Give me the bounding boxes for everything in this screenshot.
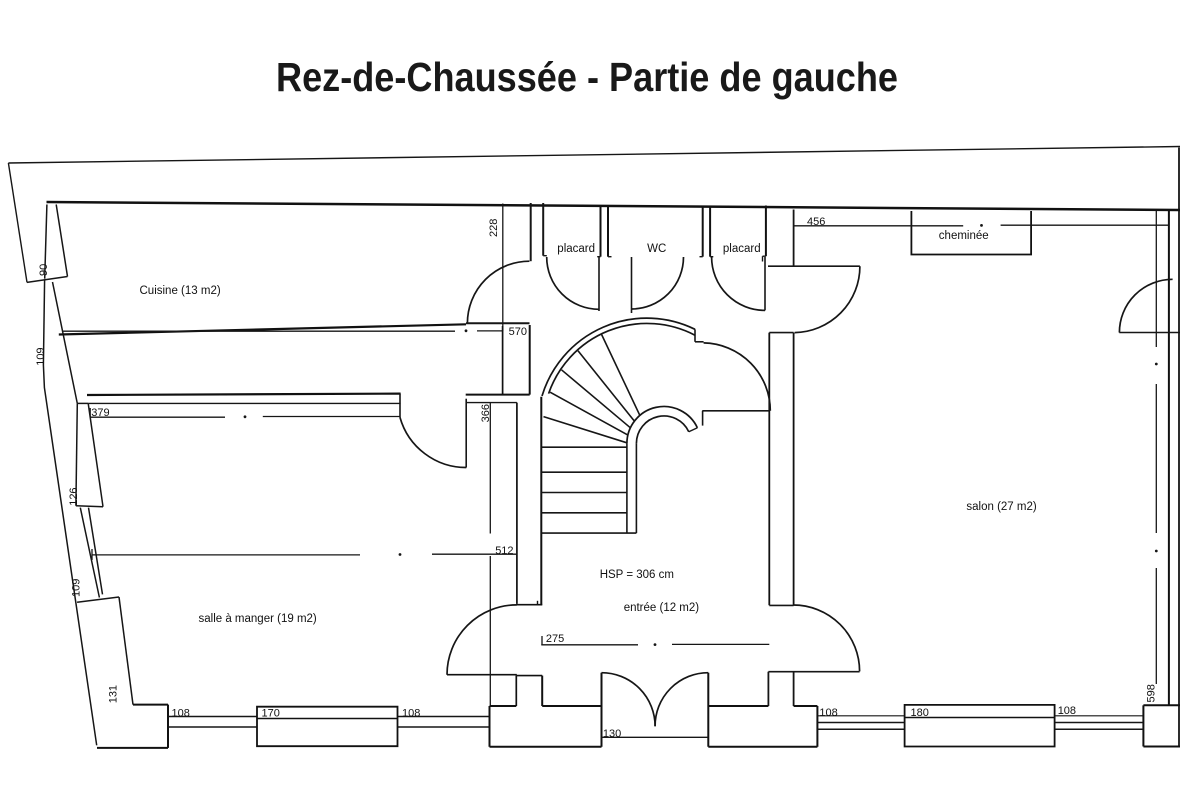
svg-text:placard: placard: [557, 243, 595, 255]
svg-text:108: 108: [172, 708, 190, 720]
svg-text:131: 131: [107, 685, 119, 703]
svg-text:90: 90: [38, 264, 50, 276]
svg-text:Cuisine (13 m2): Cuisine (13 m2): [140, 285, 221, 297]
svg-text:Rez-de-Chaussée - Partie de ga: Rez-de-Chaussée - Partie de gauche: [276, 54, 898, 100]
svg-text:109: 109: [35, 347, 47, 365]
svg-text:entrée (12 m2): entrée (12 m2): [624, 602, 700, 614]
svg-text:cheminée: cheminée: [939, 230, 989, 242]
svg-text:180: 180: [911, 707, 929, 719]
svg-text:456: 456: [807, 216, 825, 228]
svg-text:512: 512: [495, 545, 513, 557]
svg-text:379: 379: [91, 407, 109, 419]
svg-text:598: 598: [1146, 684, 1158, 702]
svg-text:salon (27 m2): salon (27 m2): [966, 501, 1036, 513]
svg-text:placard: placard: [723, 243, 761, 255]
svg-text:WC: WC: [647, 243, 666, 255]
svg-text:109: 109: [71, 579, 83, 597]
svg-text:570: 570: [509, 326, 527, 338]
svg-text:170: 170: [262, 708, 280, 720]
svg-text:126: 126: [68, 487, 80, 505]
svg-text:228: 228: [488, 219, 500, 237]
svg-text:108: 108: [1058, 705, 1076, 717]
svg-text:HSP = 306 cm: HSP = 306 cm: [600, 569, 674, 581]
svg-text:130: 130: [603, 728, 621, 740]
svg-text:108: 108: [402, 708, 420, 720]
svg-text:366: 366: [480, 404, 492, 422]
svg-text:275: 275: [546, 633, 564, 645]
svg-text:108: 108: [819, 707, 837, 719]
svg-text:salle à manger (19 m2): salle à manger (19 m2): [199, 613, 317, 625]
